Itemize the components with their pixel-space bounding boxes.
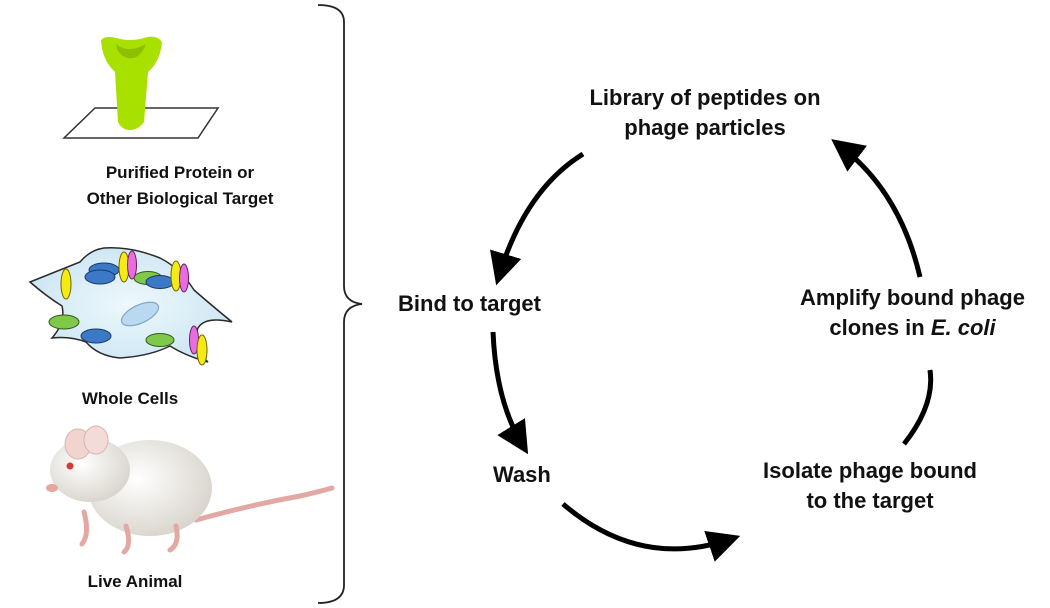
arrow-library-to-bind	[490, 151, 585, 286]
target-label-protein: Purified Protein or Other Biological Tar…	[86, 163, 274, 208]
step-isolate: Isolate phage bound to the target	[763, 458, 977, 513]
grouping-bracket	[317, 4, 363, 604]
step-library: Library of peptides on phage particles	[589, 85, 821, 140]
protein-on-plate-icon	[62, 36, 220, 139]
arrow-bind-to-wash	[490, 331, 529, 455]
arrow-amplify-to-library	[831, 139, 923, 278]
target-label-animal: Live Animal	[87, 572, 183, 591]
step-bind: Bind to target	[398, 291, 541, 316]
arrow-wash-to-isolate	[561, 502, 741, 562]
mouse-icon	[46, 425, 335, 555]
step-amplify: Amplify bound phage clones in E. coli	[800, 285, 1025, 340]
arrow-isolate-to-amplify	[902, 369, 934, 446]
step-wash: Wash	[493, 462, 551, 487]
cell-icon	[28, 246, 233, 366]
target-label-cells: Whole Cells	[81, 389, 179, 408]
